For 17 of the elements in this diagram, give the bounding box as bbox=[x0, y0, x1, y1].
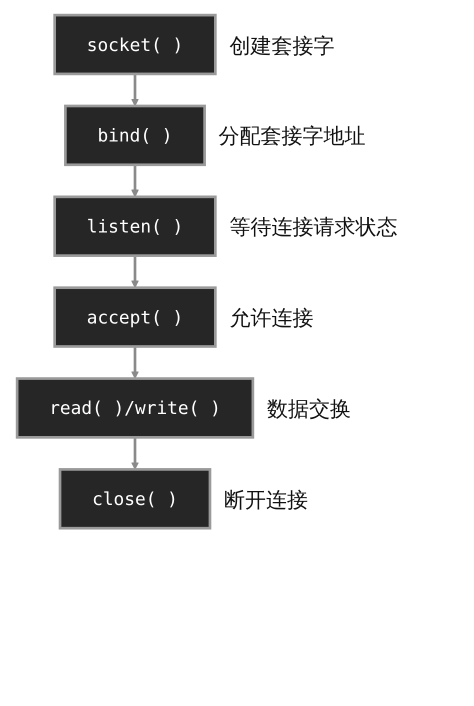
step-description: 断开连接 bbox=[224, 486, 308, 514]
function-box: read( )/write( ) bbox=[16, 377, 254, 439]
function-box: listen( ) bbox=[53, 196, 217, 257]
step-description: 分配套接字地址 bbox=[218, 123, 366, 150]
step-description: 允许连接 bbox=[229, 305, 314, 332]
function-box: socket( ) bbox=[53, 14, 217, 76]
function-box: accept( ) bbox=[53, 286, 217, 348]
arrow bbox=[131, 256, 139, 288]
step-description: 创建套接字 bbox=[229, 32, 334, 60]
arrow bbox=[131, 346, 139, 379]
arrow bbox=[131, 74, 139, 106]
step-description: 等待连接请求状态 bbox=[229, 214, 398, 242]
function-box: close( ) bbox=[58, 468, 212, 530]
function-box: bind( ) bbox=[64, 104, 206, 166]
arrow bbox=[131, 164, 139, 198]
arrow bbox=[131, 437, 139, 470]
step-description: 数据交换 bbox=[266, 396, 351, 423]
